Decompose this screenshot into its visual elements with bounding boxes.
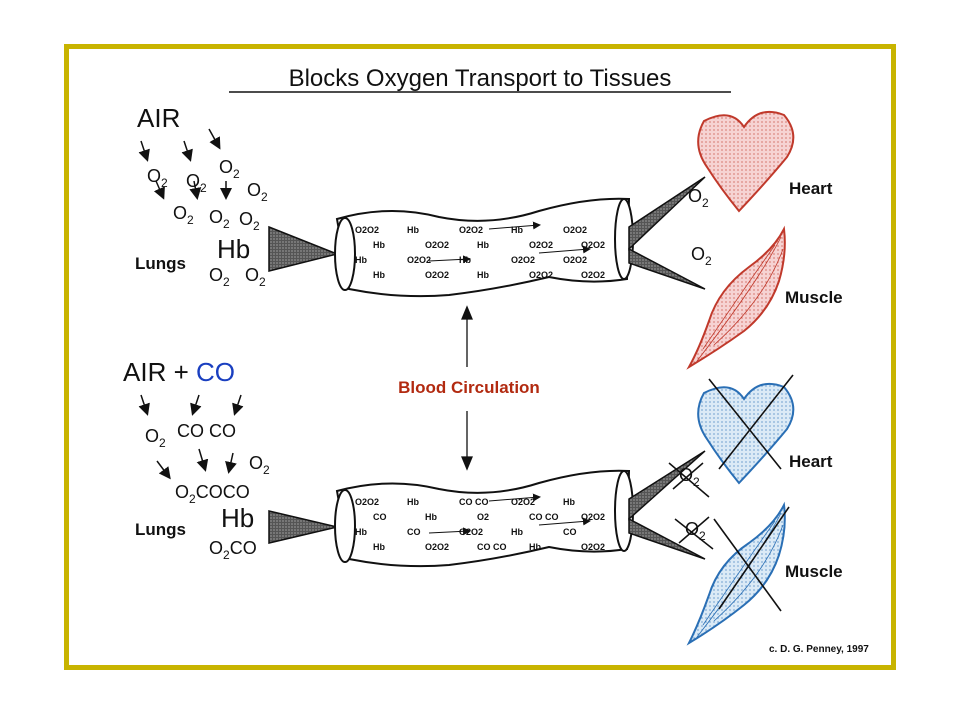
vessel-token: O2O2 [529,240,553,250]
diagram-title: Blocks Oxygen Transport to Tissues [289,65,672,92]
vessel-token: Hb [355,255,367,265]
top-heart-funnel [628,176,706,251]
credit-text: c. D. G. Penney, 1997 [769,644,869,655]
bottom-lung-funnel [268,510,338,544]
vessel-token: Hb [407,497,419,507]
muscle-blocked-x [713,506,790,612]
vessel-token: O2O2 [511,497,535,507]
svg-text:O2: O2 [145,426,166,450]
bottom-heart-label: Heart [789,452,833,471]
top-heart-label: Heart [789,179,833,198]
vessel-token: Hb [425,512,437,522]
svg-text:O2CO: O2CO [209,538,257,562]
top-muscle-fibers [696,236,784,362]
diagram-frame: Blocks Oxygen Transport to Tissues AIR O… [64,44,896,670]
top-heart-shape [697,111,795,213]
top-hb-label: Hb [217,234,250,264]
co-word: CO [196,357,235,387]
top-air-arrows [138,128,232,200]
top-air-label: AIR [137,103,180,133]
top-lungs-label: Lungs [135,254,186,273]
vessel-token: Hb [407,225,419,235]
bottom-air-label: AIR + CO [123,357,235,387]
bottom-air-arrows [138,394,244,480]
top-o2-molecules: O2 O2 O2 O2 O2 O2 O2 O2 O2 [147,157,268,289]
vessel-token: CO [373,512,387,522]
blocked-o2-muscle: O2 [674,516,714,550]
vessel-token: Hb [477,270,489,280]
vessel-token: Hb [529,542,541,552]
bottom-muscle-shape [686,501,786,646]
bottom-muscle-label: Muscle [785,562,843,581]
vessel-token: O2O2 [581,270,605,280]
bottom-lungs-label: Lungs [135,520,186,539]
vessel-token: CO CO [459,497,489,507]
vessel-token: O2O2 [563,255,587,265]
svg-text:O2: O2 [247,180,268,204]
vessel-token: Hb [355,527,367,537]
top-tissue-o2: O2 O2 [688,186,712,268]
bottom-molecules: O2 CO CO O2 O2COCO O2CO [145,421,270,562]
vessel-token: O2O2 [425,270,449,280]
svg-text:O2: O2 [219,157,240,181]
vessel-token: O2O2 [511,255,535,265]
bottom-vessel-opening [334,489,356,563]
top-flow-arrows [428,221,591,264]
vessel-token: Hb [373,270,385,280]
vessel-token: O2O2 [581,542,605,552]
svg-text:O2: O2 [186,171,207,195]
top-lung-funnel [268,225,340,272]
vessel-token: O2O2 [425,542,449,552]
vessel-token: O2O2 [355,225,379,235]
top-vessel-opening [334,217,356,291]
svg-text:CO CO: CO CO [177,421,236,441]
svg-text:O2: O2 [691,244,712,268]
blood-circulation-label: Blood Circulation [398,378,540,397]
bottom-hb-label: Hb [221,503,254,533]
vessel-token: O2O2 [529,270,553,280]
vessel-token: Hb [511,225,523,235]
vessel-token: O2O2 [459,225,483,235]
vessel-token: O2O2 [425,240,449,250]
vessel-token: O2O2 [563,225,587,235]
circulation-arrow [461,305,473,471]
vessel-token: Hb [373,240,385,250]
blocked-o2-heart: O2 [668,462,710,498]
svg-text:O2: O2 [245,265,266,289]
svg-text:O2: O2 [209,207,230,231]
top-muscle-shape [686,225,786,370]
bottom-muscle-funnel [628,517,706,560]
svg-text:O2COCO: O2COCO [175,482,250,506]
vessel-token: O2 [477,512,489,522]
top-muscle-label: Muscle [785,288,843,307]
bottom-heart-funnel [628,450,706,521]
svg-text:O2: O2 [249,453,270,477]
bottom-flow-arrows [428,493,591,536]
vessel-token: Hb [477,240,489,250]
top-muscle-funnel [628,247,706,290]
vessel-token: CO [407,527,421,537]
diagram-canvas: Blocks Oxygen Transport to Tissues AIR O… [123,65,869,655]
vessel-token: O2O2 [355,497,379,507]
heart-blocked-x [708,374,794,470]
vessel-token: Hb [373,542,385,552]
vessel-token: CO CO [529,512,559,522]
bottom-heart-shape [697,383,795,485]
vessel-token: O2O2 [581,240,605,250]
svg-text:O2: O2 [173,203,194,227]
svg-text:O2: O2 [147,166,168,190]
vessel-token: CO [563,527,577,537]
svg-text:O2: O2 [239,209,260,233]
vessel-token: O2O2 [459,527,483,537]
vessel-token: CO CO [477,542,507,552]
vessel-token: O2O2 [581,512,605,522]
svg-text:O2: O2 [209,265,230,289]
vessel-token: Hb [459,255,471,265]
vessel-token: Hb [511,527,523,537]
svg-text:O2: O2 [688,186,709,210]
vessel-token: Hb [563,497,575,507]
vessel-token: O2O2 [407,255,431,265]
